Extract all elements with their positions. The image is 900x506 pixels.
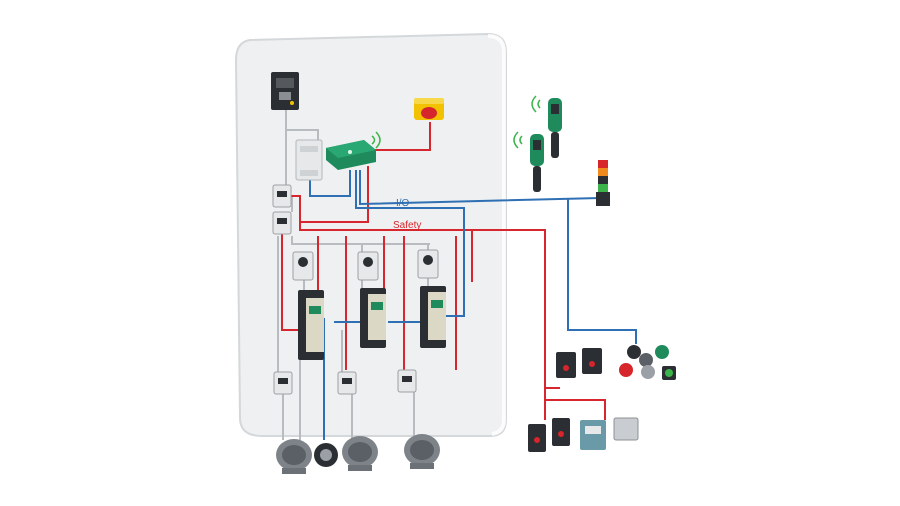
contactor-1 xyxy=(272,184,292,208)
contactor-5 xyxy=(397,369,417,393)
photoelectric-sensor-4 xyxy=(552,418,570,446)
safety-label: Safety xyxy=(393,220,421,231)
encoder xyxy=(314,443,338,467)
motor-starter-3 xyxy=(417,249,439,279)
circuit-breaker xyxy=(271,72,299,110)
safety-controller-module xyxy=(326,131,381,170)
safety-switch xyxy=(580,420,606,450)
contactor-3 xyxy=(273,371,293,395)
contactor-2 xyxy=(272,211,292,235)
signal-tower-light xyxy=(596,160,610,206)
wireless-icon xyxy=(513,131,523,149)
motor-starter-1 xyxy=(292,251,314,281)
load-cell xyxy=(613,417,639,441)
io-label: I/O xyxy=(396,198,410,209)
wireless-icon xyxy=(531,95,541,113)
safety-wiring xyxy=(281,122,606,420)
motor-1 xyxy=(276,439,312,474)
variable-speed-drive-2 xyxy=(360,288,386,348)
power-supply xyxy=(295,139,323,181)
motor-2 xyxy=(342,436,378,471)
motor-3 xyxy=(404,434,440,469)
photoelectric-sensor-2 xyxy=(582,348,602,374)
wireless-pendant-1 xyxy=(531,95,562,158)
pushbutton-cluster xyxy=(619,345,676,380)
wireless-pendant-2 xyxy=(513,131,544,192)
contactor-4 xyxy=(337,371,357,395)
photoelectric-sensor-3 xyxy=(528,424,546,452)
emergency-stop-button xyxy=(414,98,444,120)
photoelectric-sensor-1 xyxy=(556,352,576,378)
motor-starter-2 xyxy=(357,251,379,281)
variable-speed-drive-3 xyxy=(420,286,446,348)
variable-speed-drive-1 xyxy=(298,290,324,360)
wireless-icon xyxy=(371,131,381,149)
